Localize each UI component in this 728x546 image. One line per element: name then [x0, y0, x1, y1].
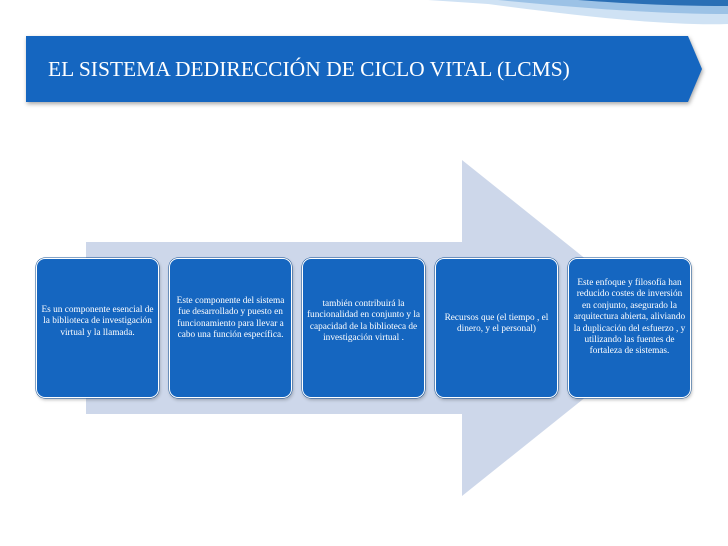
step-box-4: Recursos que (el tiempo , el dinero, y e… [435, 258, 558, 398]
slide-title: EL SISTEMA DEDIRECCIÓN DE CICLO VITAL (L… [48, 57, 570, 81]
step-box-3-text: también contribuirá la funcionalidad en … [306, 299, 421, 344]
corner-decoration [428, 0, 728, 40]
step-box-5-text: Este enfoque y filosofía han reducido co… [573, 278, 686, 357]
step-box-5: Este enfoque y filosofía han reducido co… [568, 258, 691, 398]
step-box-3: también contribuirá la funcionalidad en … [302, 258, 425, 398]
title-banner: EL SISTEMA DEDIRECCIÓN DE CICLO VITAL (L… [26, 36, 702, 102]
step-box-2: Este componente del sistema fue desarrol… [169, 258, 292, 398]
step-box-2-text: Este componente del sistema fue desarrol… [176, 296, 285, 341]
step-box-1: Es un componente esencial de la bibliote… [36, 258, 159, 398]
step-boxes: Es un componente esencial de la bibliote… [36, 258, 692, 400]
step-box-4-text: Recursos que (el tiempo , el dinero, y e… [444, 313, 549, 335]
step-box-1-text: Es un componente esencial de la bibliote… [41, 305, 154, 338]
